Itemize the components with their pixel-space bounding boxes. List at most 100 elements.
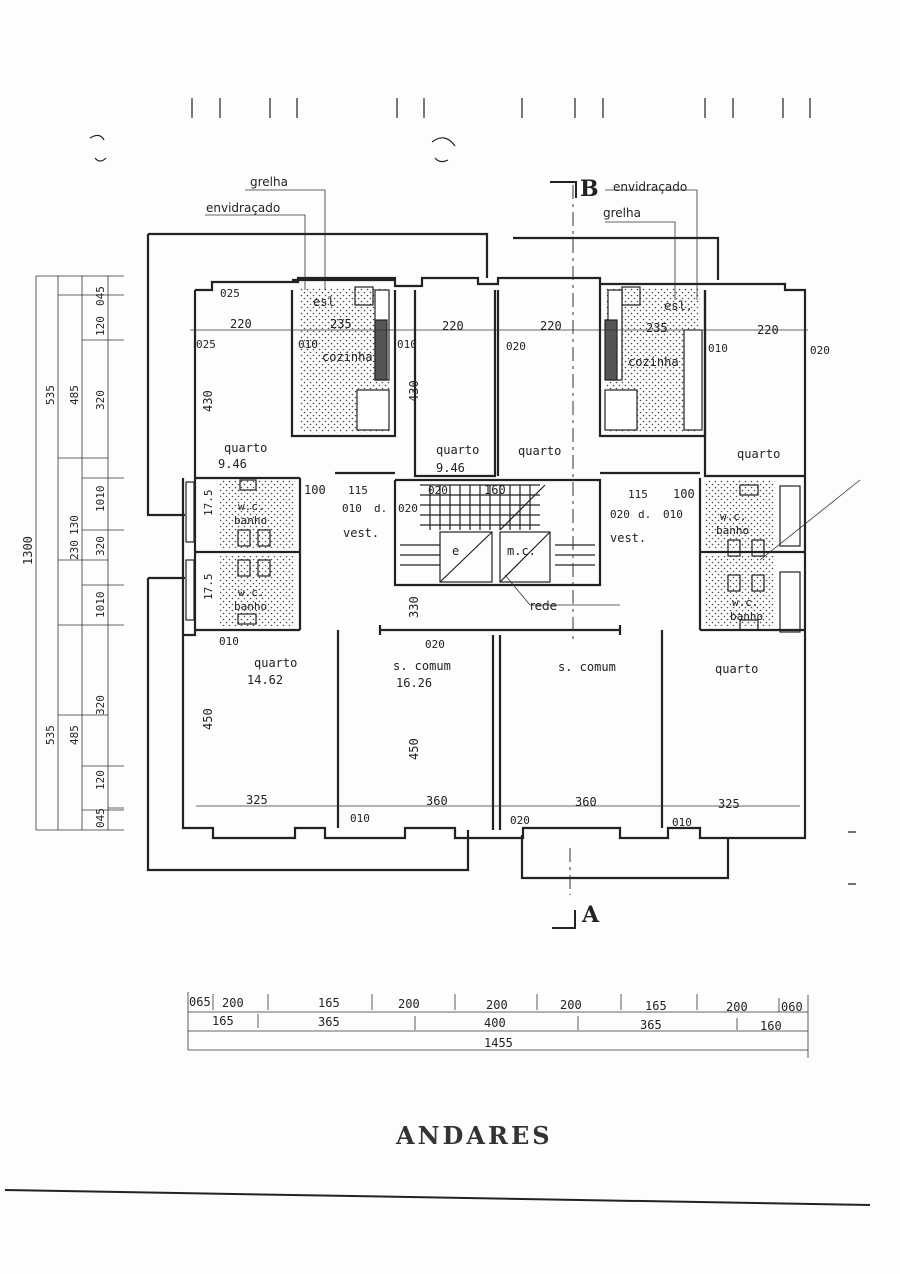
- bottom-dim-r1-2: 165: [318, 996, 340, 1010]
- outer-envelope: [146, 232, 730, 880]
- room-quarto-bottom-left-area: 14.62: [247, 673, 283, 687]
- envidracado-left-label: envidraçado: [206, 201, 280, 215]
- left-dimension-chain: 1300 045 120 535 485 320 1010 230 130 32…: [21, 275, 124, 831]
- edge-ticks: [848, 831, 856, 885]
- dim-020e: 020: [610, 508, 630, 521]
- bottom-dimension-chain: 065 200 165 200 200 200 165 200 060 165 …: [187, 992, 809, 1058]
- section-markers: B A: [550, 176, 600, 929]
- room-quarto-top-left-area: 9.46: [218, 457, 247, 471]
- bottom-rule: [4, 1189, 871, 1206]
- dim-450b: 450: [407, 738, 421, 760]
- dim-010b: 010: [397, 338, 417, 351]
- dim-020d: 020: [398, 502, 418, 515]
- dim-220c: 220: [540, 319, 562, 333]
- room-banho-right-1: banho: [716, 524, 749, 537]
- room-quarto-top-right-2: quarto: [737, 447, 780, 461]
- left-dim-total: 1300: [21, 536, 35, 565]
- room-vest-right: vest.: [610, 531, 646, 545]
- left-dim-045: 045: [94, 286, 107, 306]
- dim-010g: 010: [350, 812, 370, 825]
- dim-175a: 17.5: [202, 490, 215, 517]
- left-dim-320: 320: [94, 390, 107, 410]
- room-vest-left: vest.: [343, 526, 379, 540]
- room-wc-left-1: w.c.: [238, 500, 265, 513]
- left-dim-535b: 535: [44, 725, 57, 745]
- dim-430a: 430: [201, 390, 215, 412]
- bottom-dim-r1-6: 165: [645, 999, 667, 1013]
- room-cozinha-right: cozinha: [628, 355, 679, 369]
- bottom-dim-r2-4: 160: [760, 1019, 782, 1033]
- room-d-right: d.: [638, 508, 651, 521]
- room-quarto-top-right-1: quarto: [518, 444, 561, 458]
- bottom-dim-r1-4: 200: [486, 998, 508, 1012]
- room-quarto-bottom-left: quarto: [254, 656, 297, 670]
- left-dim-120: 120: [94, 316, 107, 336]
- room-wc-right-1: w.c.: [720, 510, 747, 523]
- elevator-e-label: e: [452, 544, 459, 558]
- left-dim-485b: 485: [68, 725, 81, 745]
- room-cozinha-left: cozinha: [322, 350, 373, 364]
- bottom-dim-r1-8: 060: [781, 1000, 803, 1014]
- dim-235b: 235: [646, 321, 668, 335]
- bottom-dim-r1-7: 200: [726, 1000, 748, 1014]
- room-s-comum-left-area: 16.26: [396, 676, 432, 690]
- dim-020a: 020: [506, 340, 526, 353]
- annotations: grelha envidraçado envidraçado grelha re…: [206, 175, 687, 613]
- section-label-a: A: [581, 902, 600, 928]
- dim-115a: 115: [348, 484, 368, 497]
- grelha-right-label: grelha: [603, 206, 641, 220]
- room-wc-left-2: w.c.: [238, 586, 265, 599]
- dim-220d: 220: [757, 323, 779, 337]
- dim-360b: 360: [575, 795, 597, 809]
- dim-020f: 020: [425, 638, 445, 651]
- left-dim-535: 535: [44, 385, 57, 405]
- room-quarto-top-left: quarto: [224, 441, 267, 455]
- bottom-dim-r1-1: 200: [222, 996, 244, 1010]
- dim-220b: 220: [442, 319, 464, 333]
- dim-010h: 010: [672, 816, 692, 829]
- left-dim-130: 130: [68, 515, 81, 535]
- dim-450a: 450: [201, 708, 215, 730]
- left-dim-485: 485: [68, 385, 81, 405]
- dim-325a: 325: [246, 793, 268, 807]
- dim-010f: 010: [219, 635, 239, 648]
- room-quarto-bottom-right: quarto: [715, 662, 758, 676]
- left-dim-1010: 1010: [94, 486, 107, 513]
- dim-025b: 025: [196, 338, 216, 351]
- room-quarto-top-center-area: 9.46: [436, 461, 465, 475]
- dim-360a: 360: [426, 794, 448, 808]
- stairs: [400, 484, 595, 583]
- bottom-dim-r2-2: 400: [484, 1016, 506, 1030]
- left-dim-1010b: 1010: [94, 592, 107, 619]
- dim-115b: 115: [628, 488, 648, 501]
- room-esl-left: esl: [313, 295, 335, 309]
- bottom-dim-r1-5: 200: [560, 998, 582, 1012]
- dim-160: 160: [484, 483, 506, 497]
- dim-010c: 010: [708, 342, 728, 355]
- left-dim-320c: 320: [94, 695, 107, 715]
- bottom-dim-r2-0: 165: [212, 1014, 234, 1028]
- top-tick-marks: [89, 98, 811, 163]
- dim-020c: 020: [428, 484, 448, 497]
- bottom-dim-r1-0: 065: [189, 995, 211, 1009]
- dim-430b: 430: [407, 380, 421, 402]
- dim-325b: 325: [718, 797, 740, 811]
- dim-020g: 020: [510, 814, 530, 827]
- dim-010e: 010: [663, 508, 683, 521]
- dim-100b: 100: [673, 487, 695, 501]
- room-s-comum-right: s. comum: [558, 660, 616, 674]
- dim-175b: 17.5: [202, 574, 215, 601]
- left-dim-320b: 320: [94, 536, 107, 556]
- left-dim-230: 230: [68, 540, 81, 560]
- dim-010d: 010: [342, 502, 362, 515]
- inner-dimensions: 025 025 220 235 010 010 220 220 020 235 …: [196, 287, 830, 829]
- dim-025a: 025: [220, 287, 240, 300]
- bottom-dim-r2-1: 365: [318, 1015, 340, 1029]
- rede-label: rede: [530, 599, 557, 613]
- envidracado-right-label: envidraçado: [613, 180, 687, 194]
- bottom-dim-r2-3: 365: [640, 1018, 662, 1032]
- building-walls: [181, 276, 807, 840]
- left-dim-120b: 120: [94, 770, 107, 790]
- dim-330: 330: [407, 596, 421, 618]
- dim-100a: 100: [304, 483, 326, 497]
